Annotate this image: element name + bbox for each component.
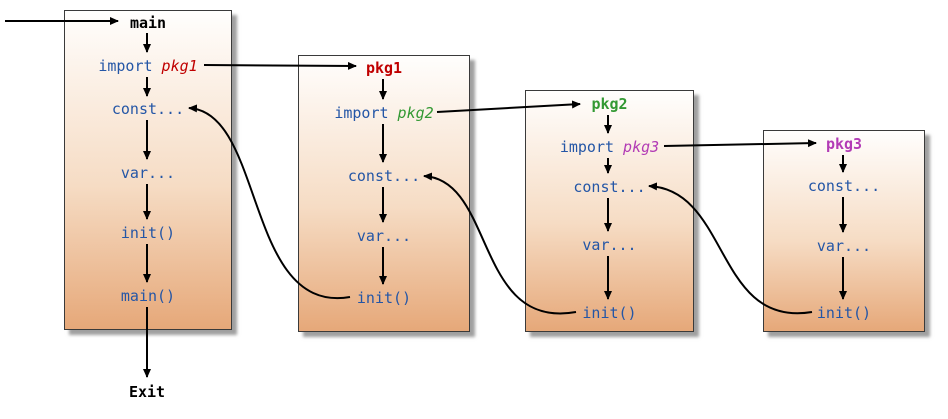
package-box-pkg3: pkg3 const... var... init() <box>763 130 925 332</box>
import-statement-pkg3: import pkg3 <box>526 138 693 156</box>
package-box-pkg2: pkg2 import pkg3 const... var... init() <box>525 90 694 332</box>
import-keyword: import <box>98 57 162 75</box>
var-line: var... <box>582 236 637 254</box>
init-line: init() <box>582 304 637 322</box>
import-package-name-pkg1: pkg1 <box>161 57 198 75</box>
box-title-main: main <box>129 14 167 32</box>
exit-label: Exit <box>128 383 166 401</box>
import-keyword: import <box>559 138 624 156</box>
import-statement-pkg2: import pkg2 <box>299 104 469 122</box>
box-title-pkg3: pkg3 <box>825 135 863 153</box>
import-keyword: import <box>334 104 398 122</box>
box-title-pkg1: pkg1 <box>365 59 403 77</box>
const-line: const... <box>111 100 185 118</box>
const-line: const... <box>347 167 421 185</box>
var-line: var... <box>816 237 872 255</box>
import-statement-pkg1: import pkg1 <box>65 57 231 75</box>
import-package-name-pkg2: pkg2 <box>397 104 434 122</box>
var-line: var... <box>120 164 176 182</box>
var-line: var... <box>356 227 412 245</box>
import-package-name-pkg3: pkg3 <box>623 138 660 156</box>
package-box-pkg1: pkg1 import pkg2 const... var... init() <box>298 55 470 332</box>
const-line: const... <box>573 178 646 196</box>
init-line: init() <box>816 304 872 322</box>
main-call-line: main() <box>120 287 176 305</box>
init-line: init() <box>120 224 176 242</box>
const-line: const... <box>807 177 881 195</box>
box-title-pkg2: pkg2 <box>591 95 628 113</box>
package-box-main: main import pkg1 const... var... init() … <box>64 10 232 330</box>
init-line: init() <box>356 289 412 307</box>
